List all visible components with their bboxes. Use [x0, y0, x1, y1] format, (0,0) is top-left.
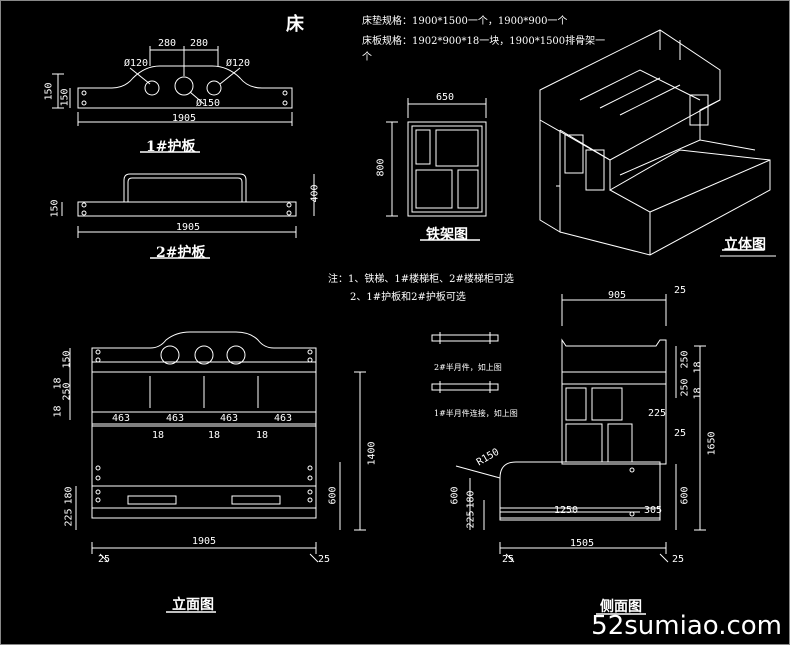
side-view-drawing: [455, 294, 706, 563]
guard1-caption: 1#护板: [146, 139, 196, 155]
side-dim-w905: 905: [608, 290, 627, 301]
iso-view-drawing: [539, 29, 776, 257]
guard2-dim-w: 1905: [176, 222, 201, 233]
guard2-dim-h-right: 400: [309, 184, 321, 203]
side-dim-h18b: 18: [692, 387, 704, 400]
front-dim-h180: 180: [63, 486, 75, 505]
guard1-dim-r1: Ø120: [124, 58, 149, 69]
side-dim-w1250: 1250: [554, 505, 579, 516]
hardware-screw-2: 1#半月件连接，如上图: [434, 409, 518, 418]
note-line-2: 2、1#护板和2#护板可选: [350, 292, 466, 303]
front-dim-g3: 18: [256, 430, 269, 441]
hardware-drawing: [431, 332, 499, 393]
side-dim-w305: 305: [644, 505, 663, 516]
side-dim-e-left: 25: [502, 554, 515, 565]
guard2-dim-h-left: 150: [49, 199, 61, 218]
front-dim-e-left: 25: [98, 554, 111, 565]
front-dim-h225: 225: [63, 508, 75, 527]
front-dim-c1: 463: [112, 413, 131, 424]
front-dim-c2: 463: [166, 413, 185, 424]
front-dim-h18b: 18: [52, 405, 64, 418]
side-dim-d25: 25: [674, 428, 687, 439]
spec-line-1: 床垫规格：1900*1500一个，1900*900一个: [362, 16, 568, 27]
note-line-1: 注：1、铁梯、1#楼梯柜、2#楼梯柜可选: [328, 274, 514, 285]
front-dim-e-right: 25: [318, 554, 331, 565]
side-dim-h600l: 600: [449, 486, 461, 505]
guard1-dim-d2: 280: [190, 38, 209, 49]
guard1-dim-r2: Ø120: [226, 58, 251, 69]
side-dim-h1650: 1650: [706, 431, 718, 456]
guard1-dim-h-mid: 150: [59, 88, 71, 107]
side-dim-h600r: 600: [679, 486, 691, 505]
front-caption: 立面图: [172, 597, 214, 613]
front-dim-g2: 18: [208, 430, 221, 441]
iron-frame-drawing: [386, 98, 487, 217]
guard1-dim-h-left: 150: [43, 82, 55, 101]
side-dim-w1505: 1505: [570, 538, 595, 549]
side-dim-h225: 225: [465, 510, 477, 529]
front-view-drawing: [69, 331, 366, 563]
front-dim-c3: 463: [220, 413, 239, 424]
guard1-dim-r3: Ø150: [196, 98, 221, 109]
guard2-drawing: [61, 173, 315, 238]
side-dim-h250: 250: [679, 350, 691, 369]
iron-frame-dim-h: 800: [375, 158, 387, 177]
spec-line-3: 个: [362, 52, 372, 63]
side-dim-h18a: 18: [692, 361, 704, 374]
side-dim-h250b: 250: [679, 378, 691, 397]
front-dim-h1400: 1400: [366, 441, 378, 466]
spec-line-2: 床板规格：1902*900*18一块，1900*1500排骨架一: [362, 36, 606, 47]
side-dim-e-right: 25: [672, 554, 685, 565]
iron-frame-caption: 铁架图: [426, 227, 468, 243]
side-dim-h180: 180: [465, 490, 477, 509]
main-title: 床: [286, 14, 304, 35]
guard1-drawing: [52, 46, 293, 126]
side-dim-d225: 225: [648, 408, 667, 419]
front-dim-h600: 600: [327, 486, 339, 505]
front-dim-g1: 18: [152, 430, 165, 441]
iso-caption: 立体图: [724, 237, 766, 253]
iron-frame-dim-w: 650: [436, 92, 455, 103]
guard1-dim-w: 1905: [172, 113, 197, 124]
hardware-screw-1: 2#半月件，如上图: [434, 363, 502, 372]
front-dim-c4: 463: [274, 413, 293, 424]
front-dim-h150: 150: [61, 350, 73, 369]
guard1-dim-d1: 280: [158, 38, 177, 49]
side-dim-t25: 25: [674, 285, 687, 296]
front-dim-w1905: 1905: [192, 536, 217, 547]
front-dim-h250: 250: [61, 382, 73, 401]
side-caption: 侧面图: [600, 599, 642, 615]
watermark: 52sumiao.com: [591, 611, 782, 641]
guard2-caption: 2#护板: [156, 245, 206, 261]
